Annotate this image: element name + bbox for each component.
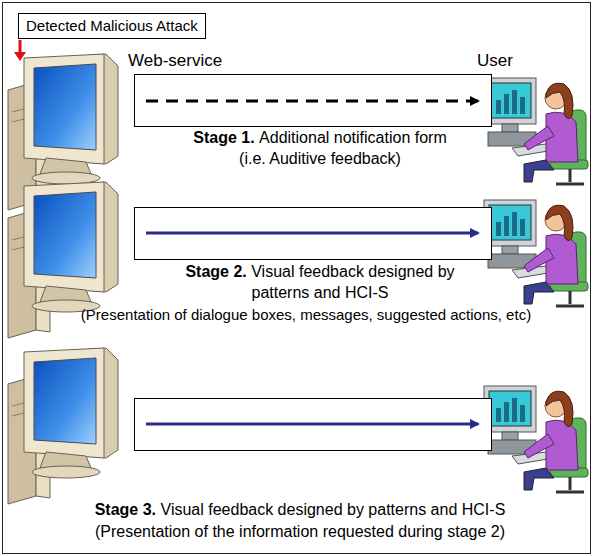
stage-caption: Visual feedback designed by patterns and… [161, 501, 506, 518]
channel-box [135, 208, 492, 260]
stage-caption: (Presentation of the information request… [95, 523, 505, 540]
alert-box: Detected Malicious Attack [18, 13, 206, 39]
alert-arrow [19, 40, 22, 54]
stage-number: Stage 3. [95, 501, 156, 518]
stage-number: Stage 1. [193, 129, 254, 146]
role-label: User [477, 51, 513, 71]
frame [3, 3, 591, 554]
caption-line: (Presentation of dialogue boxes, message… [8, 306, 593, 323]
caption-line: Stage 3. Visual feedback designed by patt… [8, 501, 592, 519]
stage-caption: (Presentation of dialogue boxes, message… [81, 306, 531, 323]
role-label: Web-service [128, 51, 222, 71]
stage-caption: (i.e. Auditive feedback) [239, 150, 401, 167]
dashed-arrow [146, 100, 478, 103]
alert-text: Detected Malicious Attack [26, 17, 198, 34]
solid-arrow [146, 232, 478, 235]
stage-number: Stage 2. [185, 263, 246, 280]
caption-line: Stage 2. Visual feedback designed by [120, 263, 520, 281]
caption-line: Stage 1. Additional notification form [120, 129, 520, 147]
channel-box [135, 399, 492, 451]
caption-line: patterns and HCI-S [120, 284, 520, 302]
caption-line: (i.e. Auditive feedback) [120, 150, 520, 168]
server-computer [8, 348, 118, 504]
user-figure [484, 78, 588, 184]
stage-caption: patterns and HCI-S [252, 284, 389, 301]
channel-box [135, 75, 492, 127]
user-figure [484, 200, 588, 306]
stage-caption: Additional notification form [259, 129, 447, 146]
caption-line: (Presentation of the information request… [8, 523, 592, 541]
user-figure [484, 386, 588, 492]
solid-arrow [146, 423, 478, 426]
stage-caption: Visual feedback designed by [251, 263, 454, 280]
